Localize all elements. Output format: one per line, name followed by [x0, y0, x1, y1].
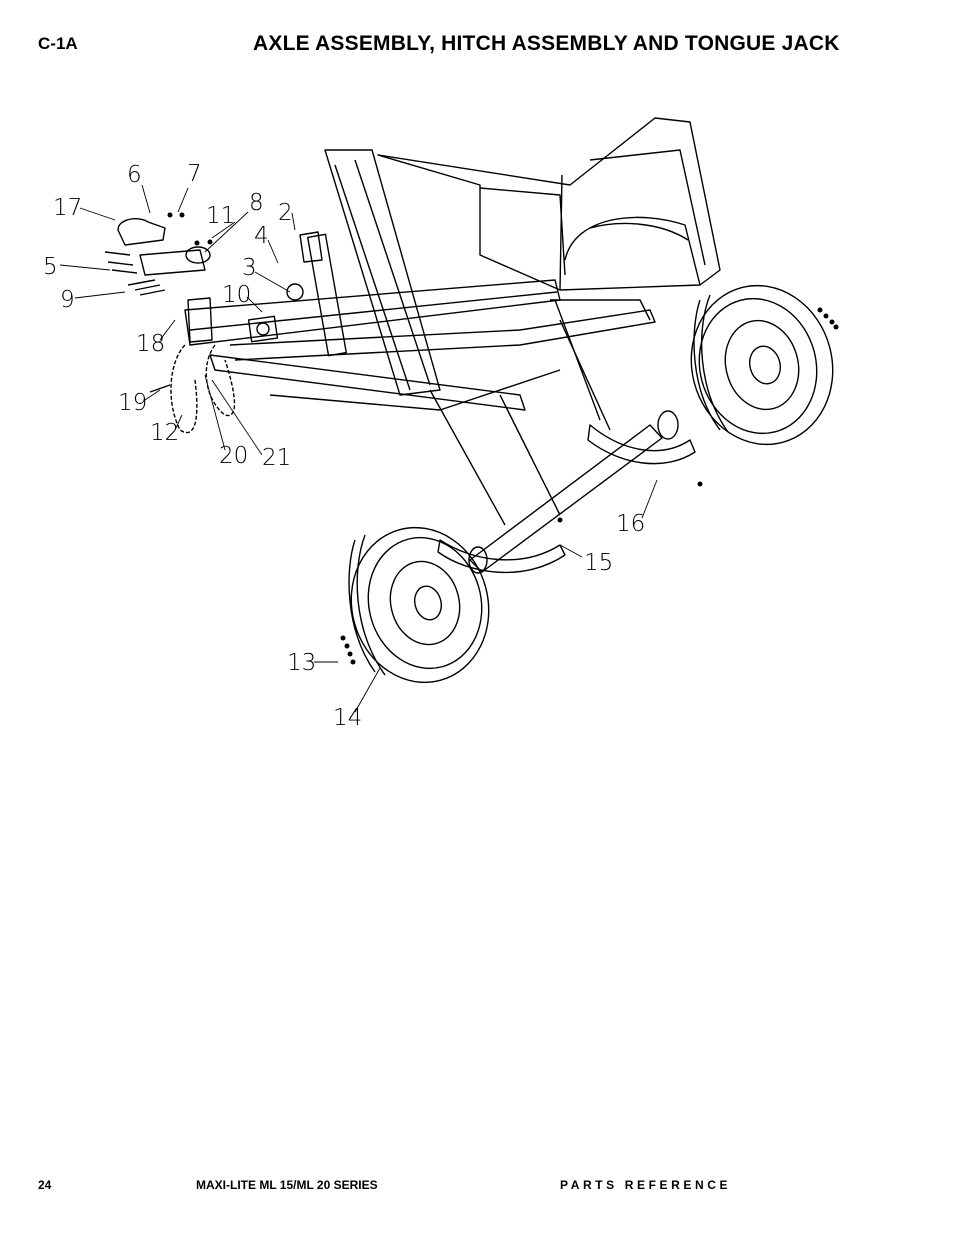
callout-5: 5	[43, 254, 58, 280]
frame-left-rail	[324, 149, 441, 396]
rear-tire	[690, 284, 834, 446]
rear-bed-panel	[377, 117, 721, 291]
callout-4: 4	[254, 223, 269, 249]
fender	[564, 216, 701, 286]
callout-14: 14	[333, 705, 362, 731]
tongue-jack	[307, 233, 347, 357]
callout-13: 13	[287, 650, 316, 676]
callout-10: 10	[222, 282, 251, 308]
callout-8: 8	[249, 190, 264, 216]
frame-diagonal	[209, 354, 526, 411]
callout-6: 6	[127, 162, 142, 188]
callout-12: 12	[150, 420, 179, 446]
callout-9: 9	[60, 287, 75, 313]
section-code: C-1A	[38, 34, 78, 53]
callout-17: 17	[53, 195, 82, 221]
parts-reference-label: PARTS REFERENCE	[560, 1178, 732, 1192]
series-name: MAXI-LITE ML 15/ML 20 SERIES	[196, 1178, 378, 1192]
safety-chain-right	[205, 344, 236, 417]
leaf-spring-rear	[587, 424, 696, 465]
front-tire	[350, 526, 490, 684]
hitch-coupler	[117, 218, 166, 246]
callout-15: 15	[584, 550, 613, 576]
page-title: AXLE ASSEMBLY, HITCH ASSEMBLY AND TONGUE…	[253, 32, 840, 55]
callout-3: 3	[242, 255, 257, 281]
safety-chain-left	[170, 344, 198, 434]
callout-7: 7	[187, 161, 202, 187]
callout-2: 2	[278, 200, 293, 226]
callout-11: 11	[206, 203, 235, 229]
leaf-spring-front	[437, 539, 566, 574]
callout-16: 16	[616, 511, 645, 537]
axle-tube	[469, 424, 663, 573]
callout-20: 20	[219, 443, 248, 469]
callout-21: 21	[262, 445, 291, 471]
callout-19: 19	[118, 390, 147, 416]
page-number: 24	[38, 1178, 52, 1192]
callout-18: 18	[136, 331, 165, 357]
